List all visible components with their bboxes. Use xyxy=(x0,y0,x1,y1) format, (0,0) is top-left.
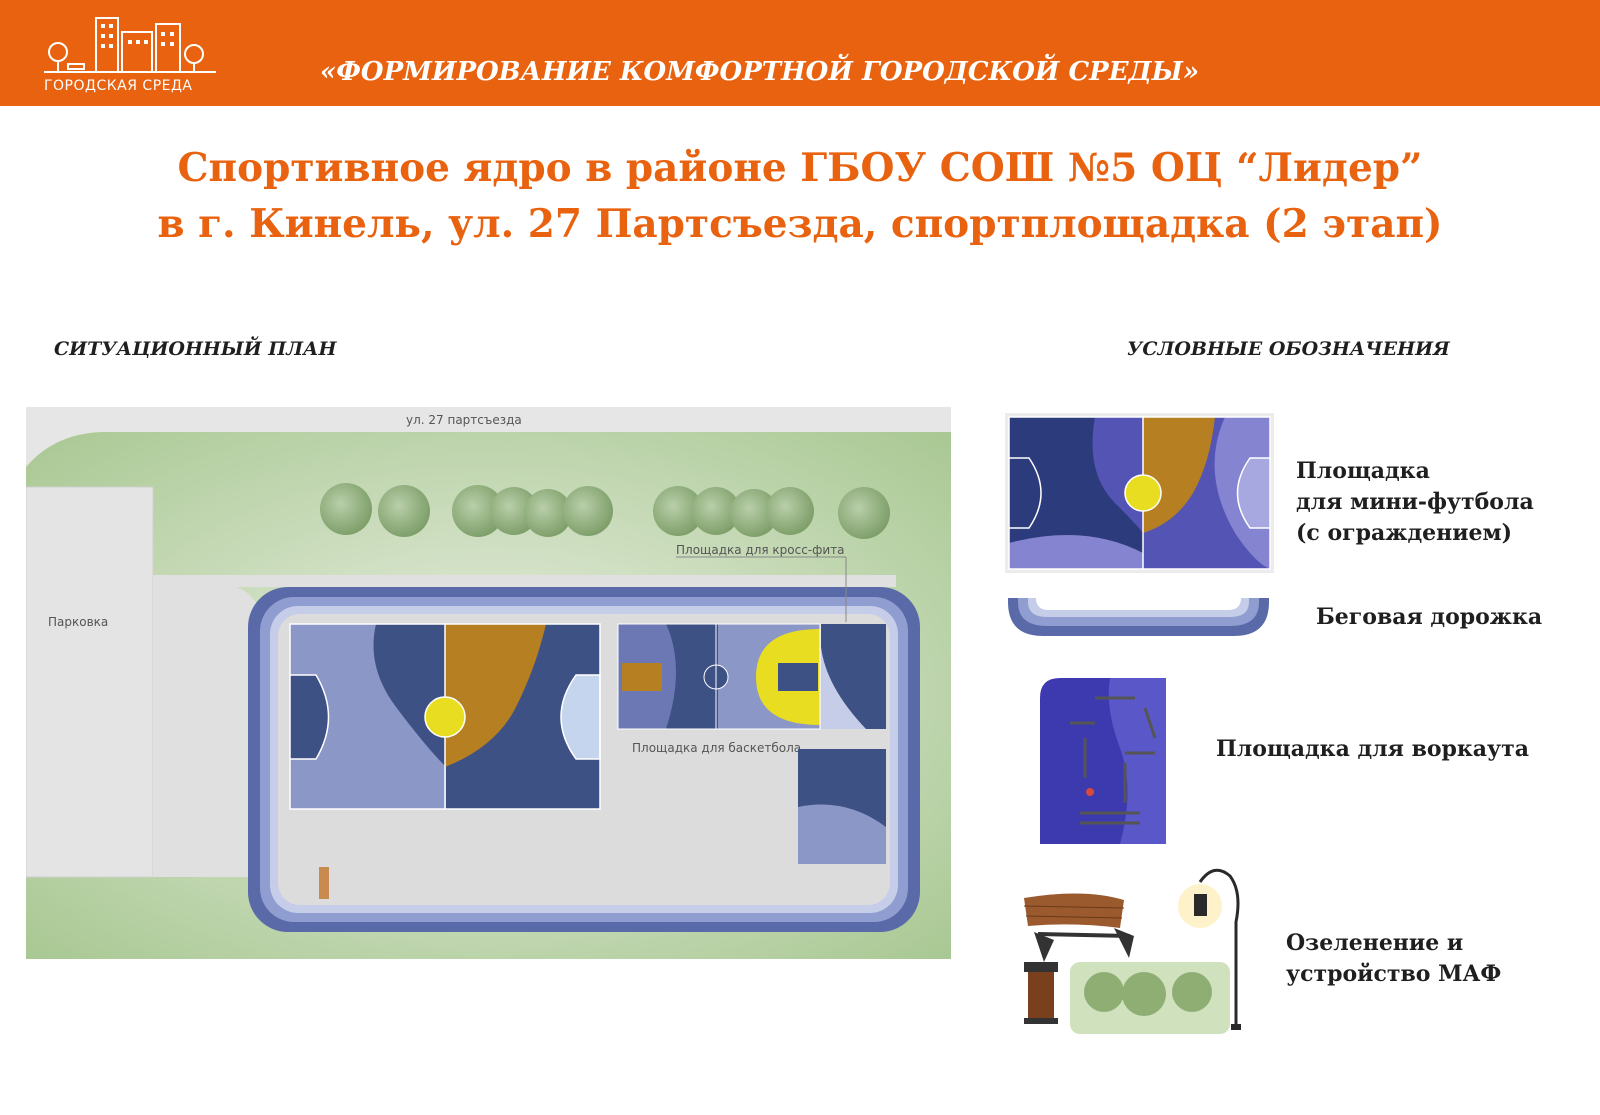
running-track-icon xyxy=(1008,598,1269,636)
bench-lamp-greenery-icon xyxy=(1023,868,1241,1034)
street-road xyxy=(26,407,951,467)
street-lamp-icon xyxy=(1178,868,1241,1030)
crossfit-area xyxy=(798,624,886,864)
basketball-court xyxy=(617,623,821,730)
paved-path xyxy=(153,575,896,877)
plan-section-title: СИТУАЦИОННЫЙ ПЛАН xyxy=(54,338,337,360)
basketball-label: Площадка для баскетбола xyxy=(632,741,801,755)
street-label: ул. 27 партсъезда xyxy=(406,413,522,427)
logo: ГОРОДСКАЯ СРЕДА xyxy=(44,14,224,100)
bench-icon xyxy=(1023,893,1134,962)
legend-label-mini-football: Площадка для мини-футбола (с ограждением… xyxy=(1296,458,1534,546)
legend-mini-football-image xyxy=(1005,413,1274,573)
parking-area xyxy=(25,486,154,878)
header-title: «ФОРМИРОВАНИЕ КОМФОРТНОЙ ГОРОДСКОЙ СРЕДЫ… xyxy=(320,57,1200,87)
workout-area-icon xyxy=(1040,678,1166,844)
trash-bin-icon xyxy=(1024,962,1058,1024)
logo-text: ГОРОДСКАЯ СРЕДА xyxy=(44,78,193,94)
legend-section-title: УСЛОВНЫЕ ОБОЗНАЧЕНИЯ xyxy=(1127,338,1450,360)
legend-label-maf: Озеленение и устройство МАФ xyxy=(1286,930,1502,987)
mini-football-field xyxy=(289,623,601,810)
city-logo-icon xyxy=(44,17,216,73)
situation-plan: ул. 27 партсъезда Парковка xyxy=(25,407,951,959)
page-title: Спортивное ядро в районе ГБОУ СОШ №5 ОЦ … xyxy=(0,140,1600,252)
tree-row xyxy=(320,483,890,539)
legend-maf-image xyxy=(1014,862,1254,1052)
legend-label-workout: Площадка для воркаута xyxy=(1216,736,1530,762)
mini-football-field-icon xyxy=(1005,413,1274,573)
page-title-line1: Спортивное ядро в районе ГБОУ СОШ №5 ОЦ … xyxy=(177,145,1423,191)
legend-running-track-image xyxy=(1008,598,1269,636)
header-bar: ГОРОДСКАЯ СРЕДА «ФОРМИРОВАНИЕ КОМФОРТНОЙ… xyxy=(0,0,1600,106)
legend-label-running-track: Беговая дорожка xyxy=(1316,604,1543,630)
crossfit-label: Площадка для кросс-фита xyxy=(676,543,845,557)
page-title-line2: в г. Кинель, ул. 27 Партсъезда, спортпло… xyxy=(157,201,1443,247)
bench-icon xyxy=(319,867,329,899)
situation-plan-drawing: ул. 27 партсъезда Парковка xyxy=(25,407,951,959)
parking-label: Парковка xyxy=(48,615,108,629)
greenery-icon xyxy=(1070,962,1230,1034)
legend-workout-image xyxy=(1040,678,1166,844)
